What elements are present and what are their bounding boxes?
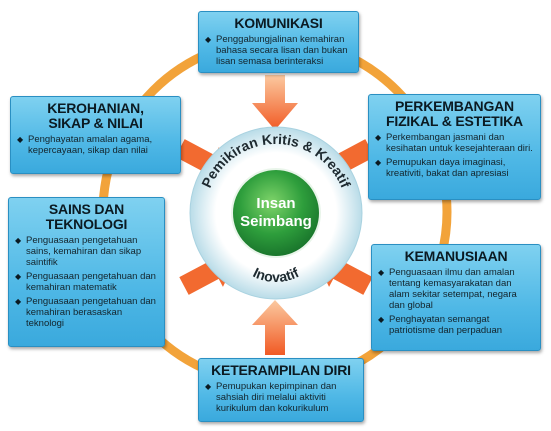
box-list: Penggabungjalinan kemahiran bahasa secar…	[205, 34, 352, 67]
box-kemanusiaan: KEMANUSIAAN Penguasaan ilmu dan amalan t…	[371, 244, 541, 351]
box-title: KOMUNIKASI	[234, 15, 323, 31]
box-perkembangan: PERKEMBANGAN FIZIKAL & ESTETIKA Perkemba…	[368, 94, 541, 200]
center-circle	[231, 168, 321, 258]
box-title: KEMANUSIAAN	[404, 248, 508, 264]
list-item: Penguasaan pengetahuan dan kemahiran mat…	[15, 271, 158, 293]
box-title-line2: SIKAP & NILAI	[48, 115, 143, 131]
box-list: Penghayatan amalan agama, kepercayaan, s…	[17, 134, 174, 156]
box-title-line1: SAINS DAN	[48, 201, 125, 217]
list-item: Penghayatan amalan agama, kepercayaan, s…	[17, 134, 174, 156]
list-item: Penghayatan semangat patriotisme dan per…	[378, 314, 534, 336]
arc-text-bottom: Inovatif	[251, 264, 302, 285]
box-list: Pemupukan kepimpinan dan sahsiah diri me…	[205, 381, 357, 414]
list-item: Pemupukan daya imaginasi, kreativiti, ba…	[375, 157, 534, 179]
box-title-line1: KEROHANIAN,	[47, 100, 144, 116]
arrow-top-icon	[252, 75, 298, 130]
box-komunikasi: KOMUNIKASI Penggabungjalinan kemahiran b…	[198, 11, 359, 73]
box-title-line2: TEKNOLOGI	[45, 216, 128, 232]
list-item: Penguasaan pengetahuan dan kemahiran ber…	[15, 296, 158, 329]
list-item: Perkembangan jasmani dan kesihatan untuk…	[375, 132, 534, 154]
list-item: Penggabungjalinan kemahiran bahasa secar…	[205, 34, 352, 67]
box-list: Penguasaan ilmu dan amalan tentang kemas…	[378, 267, 534, 336]
center-label-line2: Seimbang	[240, 213, 312, 230]
list-item: Penguasaan pengetahuan sains, kemahiran …	[15, 235, 158, 268]
box-kerohanian: KEROHANIAN, SIKAP & NILAI Penghayatan am…	[10, 96, 181, 174]
box-sains: SAINS DAN TEKNOLOGI Penguasaan pengetahu…	[8, 197, 165, 347]
list-item: Pemupukan kepimpinan dan sahsiah diri me…	[205, 381, 357, 414]
box-list: Perkembangan jasmani dan kesihatan untuk…	[375, 132, 534, 179]
box-title-line2: FIZIKAL & ESTETIKA	[386, 113, 523, 129]
box-list: Penguasaan pengetahuan sains, kemahiran …	[15, 235, 158, 329]
box-title: KETERAMPILAN DIRI	[211, 362, 351, 378]
center-label-line1: Insan	[256, 195, 295, 212]
box-title-line1: PERKEMBANGAN	[395, 98, 514, 114]
arrow-bottom-icon	[252, 300, 298, 355]
list-item: Penguasaan ilmu dan amalan tentang kemas…	[378, 267, 534, 311]
box-keterampilan: KETERAMPILAN DIRI Pemupukan kepimpinan d…	[198, 358, 364, 422]
